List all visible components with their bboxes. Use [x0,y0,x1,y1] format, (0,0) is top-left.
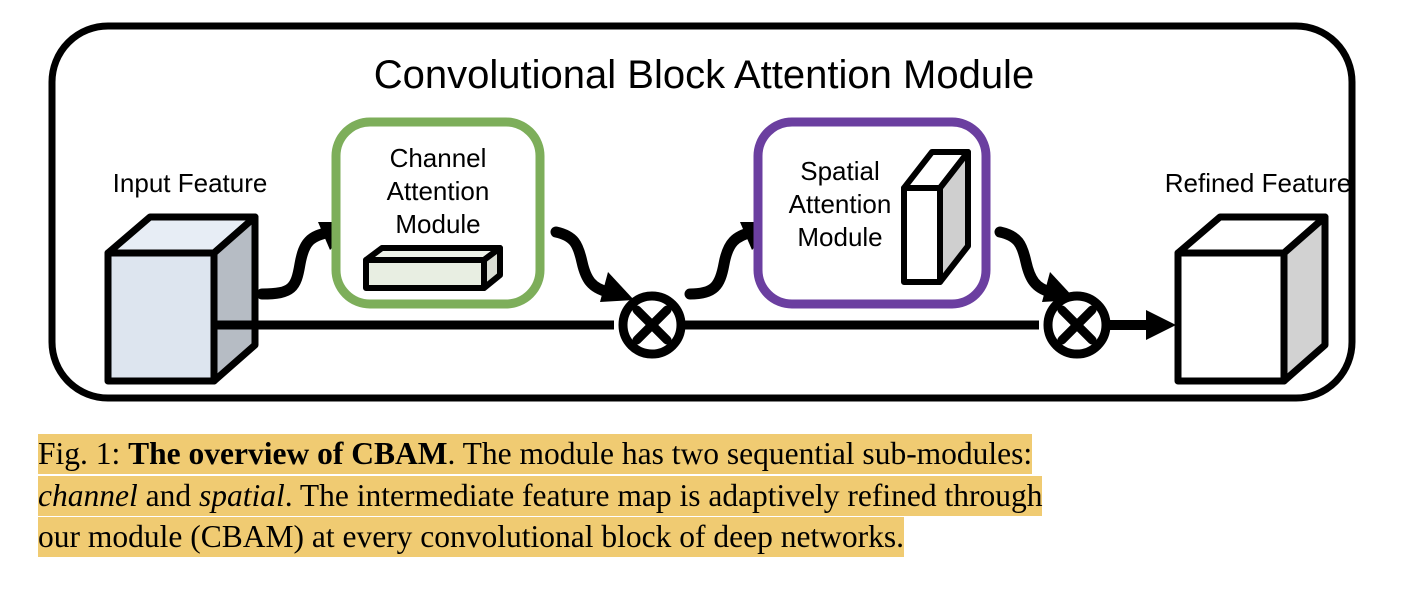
caption-l2-s3: spatial [198,477,285,513]
caption-l2-s1: channel [38,477,138,513]
figure-title: Convolutional Block Attention Module [374,53,1034,97]
channel-module-line3: Module [395,209,480,239]
caption-l1-s1: Fig. 1: [38,436,129,471]
cbam-diagram: Convolutional Block Attention Module Inp… [48,22,1356,402]
input-feature-cube [104,213,259,385]
spatial-plate-3d-icon [901,149,971,285]
caption-l1-s3: . The module has two sequential sub-modu… [447,436,1033,471]
channel-module-line2: Attention [387,176,490,206]
spatial-module-line2: Attention [789,189,892,219]
spatial-attention-module[interactable]: Spatial Attention Module [753,117,991,309]
caption-line-2: channel and spatial. The intermediate fe… [38,475,1408,517]
refined-feature-label: Refined Feature [1165,168,1351,198]
channel-module-line1: Channel [390,143,487,173]
channel-attention-module[interactable]: Channel Attention Module [331,117,545,309]
spatial-module-line3: Module [797,222,882,252]
caption-l3-s1: our module (CBAM) at every convolutional… [38,519,905,555]
input-feature-label: Input Feature [113,168,268,198]
caption-line-1: Fig. 1: The overview of CBAM. The module… [38,434,1408,475]
arrow-channel-to-multiply1 [550,226,634,302]
caption-l1-s2: The overview of CBAM [128,436,448,471]
caption-l2-s2: and [137,477,199,513]
elementwise-multiply-1 [618,291,686,359]
caption-l2-s4: . The intermediate feature map is adapti… [284,477,1043,513]
arrow-multiply2-to-refined [1110,310,1176,340]
refined-feature-cube [1174,213,1329,385]
caption-line-3: our module (CBAM) at every convolutional… [38,517,1408,558]
channel-bar-3d-icon [363,245,503,291]
spatial-module-line1: Spatial [800,156,880,186]
elementwise-multiply-2 [1043,291,1111,359]
figure-caption: Fig. 1: The overview of CBAM. The module… [0,434,1408,616]
